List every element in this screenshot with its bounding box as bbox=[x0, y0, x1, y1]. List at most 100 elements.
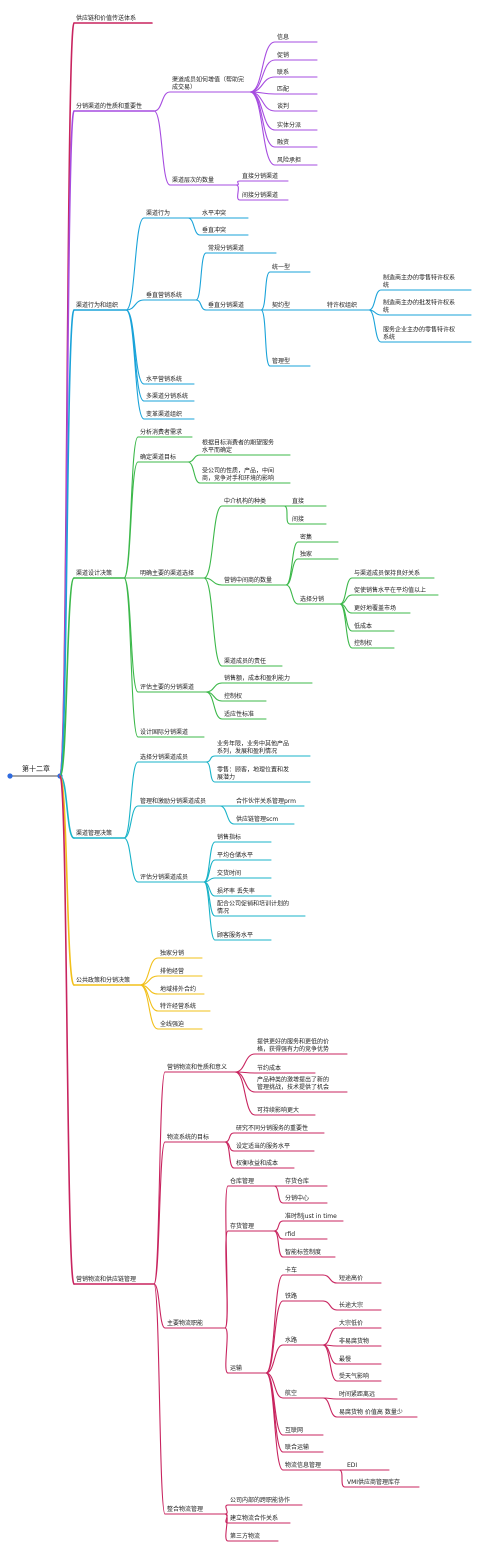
topic-label[interactable]: 研究不同分销服务的重要性 bbox=[236, 1124, 308, 1132]
topic-label[interactable]: 零售：顾客，地理位置和发展潜力 bbox=[217, 766, 289, 782]
topic-label[interactable]: VMI供应商管理库存 bbox=[347, 1478, 400, 1486]
topic-label[interactable]: 运输 bbox=[230, 1364, 242, 1372]
topic-label[interactable]: 促销 bbox=[277, 51, 289, 59]
topic-label[interactable]: 短途高价 bbox=[339, 1274, 363, 1282]
topic-label[interactable]: 大宗低价 bbox=[339, 1319, 363, 1327]
root-topic[interactable]: 第十二章 bbox=[22, 764, 50, 773]
topic-label[interactable]: 营销中间商的数量 bbox=[224, 576, 272, 584]
topic-label[interactable]: EDI bbox=[347, 1462, 357, 1469]
topic-label[interactable]: 管理和激励分销渠道成员 bbox=[140, 797, 206, 805]
topic-label[interactable]: 渠道设计决策 bbox=[76, 569, 112, 577]
topic-label[interactable]: 水平冲突 bbox=[202, 209, 226, 217]
topic-label[interactable]: 准时制just in time bbox=[285, 1212, 337, 1220]
topic-label[interactable]: 交货时间 bbox=[217, 869, 241, 877]
topic-label[interactable]: 中介机构的种类 bbox=[224, 497, 266, 505]
topic-label[interactable]: 受公司的性质，产品，中间商，竞争对手和环境的影响 bbox=[202, 467, 274, 483]
topic-label[interactable]: 更好地覆盖市场 bbox=[354, 604, 396, 612]
topic-label[interactable]: 销售额，成本和盈利能力 bbox=[224, 674, 290, 682]
topic-label[interactable]: 产品种类的激增提出了新的管理挑战，技术提供了机会 bbox=[257, 1076, 329, 1092]
topic-label[interactable]: 整合物流管理 bbox=[167, 1505, 203, 1513]
topic-label[interactable]: 水路 bbox=[285, 1336, 297, 1344]
topic-label[interactable]: 铁路 bbox=[285, 1292, 297, 1300]
topic-label[interactable]: 分析消费者需求 bbox=[140, 428, 182, 436]
topic-label[interactable]: 风险承担 bbox=[277, 156, 301, 164]
root-handle-dot[interactable] bbox=[7, 773, 13, 779]
topic-label[interactable]: 节约成本 bbox=[257, 1064, 281, 1072]
topic-label[interactable]: 信息 bbox=[277, 33, 289, 41]
topic-label[interactable]: 评估主要的分销渠道 bbox=[140, 683, 194, 691]
topic-label[interactable]: 供应链管理scm bbox=[236, 815, 278, 823]
topic-label[interactable]: 分销渠道的性质和重要性 bbox=[76, 102, 142, 110]
topic-label[interactable]: 配合公司促销和培训计划的情况 bbox=[217, 900, 289, 916]
topic-label[interactable]: 垂直营销系统 bbox=[146, 291, 182, 299]
topic-label[interactable]: 多渠道分销系统 bbox=[146, 392, 188, 400]
topic-label[interactable]: 评估分销渠道成员 bbox=[140, 873, 188, 881]
topic-label[interactable]: 服务企业主办的零售特许权系统 bbox=[383, 326, 455, 342]
topic-label[interactable]: 制造商主办的批发特许权系统 bbox=[383, 299, 455, 315]
topic-label[interactable]: 时间紧距离远 bbox=[339, 1390, 375, 1398]
topic-label[interactable]: 受天气影响 bbox=[339, 1372, 369, 1380]
topic-label[interactable]: 低成本 bbox=[354, 622, 372, 630]
topic-label[interactable]: 渠道行为和组织 bbox=[76, 301, 118, 309]
topic-label[interactable]: 特许经营系统 bbox=[160, 1002, 196, 1010]
topic-label[interactable]: 存货仓库 bbox=[285, 1177, 309, 1185]
topic-label[interactable]: 独家分销 bbox=[160, 949, 184, 957]
topic-label[interactable]: 水平营销系统 bbox=[146, 375, 182, 383]
topic-label[interactable]: 存货管理 bbox=[230, 1222, 254, 1230]
topic-label[interactable]: 间接 bbox=[292, 515, 304, 523]
topic-label[interactable]: 统一型 bbox=[272, 263, 290, 271]
topic-label[interactable]: 建立物流合作关系 bbox=[230, 1514, 278, 1522]
topic-label[interactable]: 间接分销渠道 bbox=[242, 191, 278, 199]
topic-label[interactable]: 排他经营 bbox=[160, 967, 184, 975]
topic-label[interactable]: 分销中心 bbox=[285, 1194, 309, 1202]
topic-label[interactable]: 顾客服务水平 bbox=[217, 931, 253, 939]
topic-label[interactable]: 谈判 bbox=[277, 102, 289, 110]
topic-label[interactable]: 制造商主办的零售特许权系统 bbox=[383, 274, 455, 290]
topic-label[interactable]: 互联网 bbox=[285, 1426, 303, 1434]
topic-label[interactable]: 密集 bbox=[300, 533, 312, 541]
topic-label[interactable]: 合作伙伴关系管理prm bbox=[236, 797, 296, 805]
topic-label[interactable]: 长途大宗 bbox=[339, 1301, 363, 1309]
topic-label[interactable]: 卡车 bbox=[285, 1266, 297, 1274]
topic-label[interactable]: 渠道行为 bbox=[146, 209, 170, 217]
topic-label[interactable]: 权衡收益和成本 bbox=[236, 1159, 278, 1167]
topic-label[interactable]: 明确主要的渠道选择 bbox=[140, 569, 194, 577]
topic-label[interactable]: 直接 bbox=[292, 497, 304, 505]
topic-label[interactable]: 常规分销渠道 bbox=[208, 244, 244, 252]
topic-label[interactable]: 公司内部的跨职能协作 bbox=[230, 1496, 290, 1504]
topic-label[interactable]: 平均仓储水平 bbox=[217, 851, 253, 859]
topic-label[interactable]: 独家 bbox=[300, 550, 312, 558]
topic-label[interactable]: 最慢 bbox=[339, 1355, 351, 1363]
topic-label[interactable]: 垂直冲突 bbox=[202, 226, 226, 234]
topic-label[interactable]: 渠道成员如何增值（帮助完成交易） bbox=[172, 76, 244, 92]
topic-label[interactable]: 契约型 bbox=[272, 301, 290, 309]
topic-label[interactable]: 与渠道成员保持良好关系 bbox=[354, 569, 420, 577]
topic-label[interactable]: 主要物流职能 bbox=[167, 1319, 203, 1327]
topic-label[interactable]: 第三方物流 bbox=[230, 1532, 260, 1540]
topic-label[interactable]: 仓库管理 bbox=[230, 1177, 254, 1185]
topic-label[interactable]: 营销物流和性质和意义 bbox=[167, 1063, 227, 1071]
topic-label[interactable]: 易腐货物 价值高 数量少 bbox=[339, 1408, 403, 1416]
topic-label[interactable]: 融资 bbox=[277, 138, 289, 146]
topic-label[interactable]: 特许权组织 bbox=[327, 301, 357, 309]
topic-label[interactable]: 损坏率 丢失率 bbox=[217, 887, 255, 895]
topic-label[interactable]: 确定渠道目标 bbox=[140, 453, 176, 461]
topic-label[interactable]: 控制权 bbox=[354, 639, 372, 647]
topic-label[interactable]: 航空 bbox=[285, 1389, 297, 1397]
topic-label[interactable]: 地域排外合约 bbox=[160, 985, 196, 993]
topic-label[interactable]: 变革渠道组织 bbox=[146, 410, 182, 418]
topic-label[interactable]: 全线强迫 bbox=[160, 1020, 184, 1028]
topic-label[interactable]: 管理型 bbox=[272, 357, 290, 365]
topic-label[interactable]: 适应性标准 bbox=[224, 710, 254, 718]
topic-label[interactable]: 智能标签制度 bbox=[285, 1248, 321, 1256]
topic-label[interactable]: 公共政策和分销决策 bbox=[76, 976, 130, 984]
topic-label[interactable]: 可持续影响更大 bbox=[257, 1106, 299, 1114]
topic-label[interactable]: 营销物流和供应链管理 bbox=[76, 1275, 136, 1283]
topic-label[interactable]: 物流信息管理 bbox=[285, 1461, 321, 1469]
topic-label[interactable]: rfid bbox=[285, 1231, 295, 1238]
topic-label[interactable]: 选择分销 bbox=[300, 595, 324, 603]
topic-label[interactable]: 选择分销渠道成员 bbox=[140, 753, 188, 761]
topic-label[interactable]: 物流系统的目标 bbox=[167, 1133, 209, 1141]
topic-label[interactable]: 渠道管理决策 bbox=[76, 829, 112, 837]
topic-label[interactable]: 联系 bbox=[277, 68, 289, 76]
